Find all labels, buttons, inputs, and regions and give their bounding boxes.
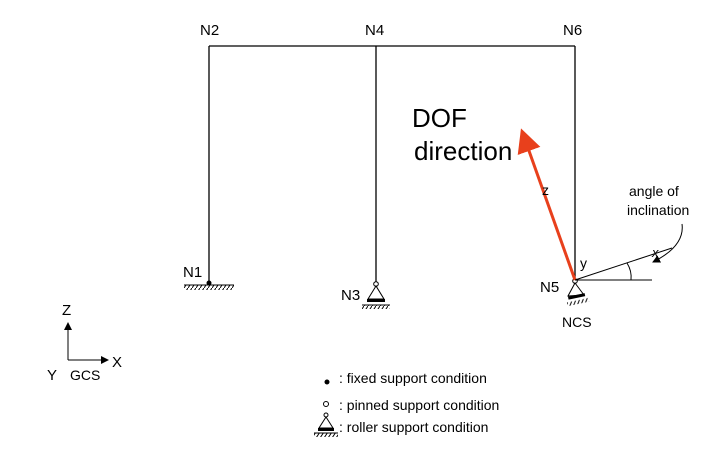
angle-label-line2: inclination: [627, 202, 689, 218]
legend-fixed-label: : fixed support condition: [339, 370, 487, 386]
local-axis-y-label: y: [580, 255, 587, 271]
legend: : fixed support condition : pinned suppo…: [314, 370, 499, 437]
node-label-n5: N5: [540, 279, 559, 296]
dof-label-line2: direction: [414, 136, 512, 166]
node-label-n4: N4: [365, 22, 384, 39]
legend-fixed-symbol: [324, 379, 330, 385]
node-label-n1: N1: [183, 264, 202, 281]
angle-arc: [626, 262, 632, 281]
roller-support-n3: [362, 281, 390, 309]
legend-roller-symbol: [314, 412, 338, 437]
node-label-n2: N2: [200, 22, 219, 39]
local-axis-x-arrow: [574, 247, 673, 281]
legend-roller-label: : roller support condition: [339, 419, 488, 435]
node-label-n3: N3: [341, 287, 360, 304]
legend-pinned-label: : pinned support condition: [339, 397, 499, 413]
global-axis-y-label: Y: [47, 367, 57, 384]
gcs-label: GCS: [70, 367, 100, 383]
local-axis-z-label: z: [542, 182, 549, 198]
frame-members: [208, 45, 576, 283]
global-axis-z-label: Z: [62, 302, 71, 319]
global-axis-x-label: X: [112, 354, 122, 371]
fixed-support-n1: [184, 280, 234, 290]
global-axes: [64, 322, 109, 364]
angle-label-line1: angle of: [629, 183, 679, 199]
local-axis-x-label: x: [651, 245, 659, 260]
node-label-n6: N6: [563, 22, 582, 39]
dof-label-line1: DOF: [412, 103, 467, 133]
legend-pinned-symbol: [323, 401, 329, 407]
ncs-label: NCS: [562, 314, 592, 330]
dof-direction-arrow: [517, 128, 577, 281]
inclined-roller-support-n5: [566, 278, 590, 307]
angle-pointer: [652, 223, 683, 263]
